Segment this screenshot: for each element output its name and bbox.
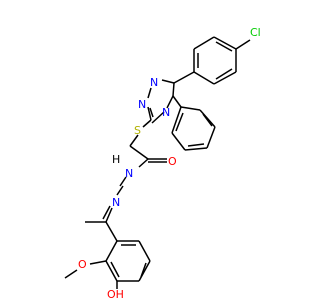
- atom-nitrogen-imine: N: [112, 196, 120, 209]
- atom-sulfur: S: [134, 124, 141, 137]
- bonds-methoxyhydroxyphenyl: [64, 240, 151, 289]
- bonds-chain: [85, 134, 167, 242]
- atom-nitrogen-triazole-left: N: [138, 98, 146, 111]
- molecule-structure: Cl N N N S O H N N O OH: [64, 26, 261, 300]
- bonds-n-phenyl: [171, 106, 216, 151]
- atom-hydroxyl: OH: [107, 288, 124, 300]
- atom-nitrogen-triazole-top: N: [150, 76, 158, 89]
- bonds-chlorophenyl: [173, 36, 251, 85]
- atom-oxygen-methoxy: O: [78, 258, 87, 271]
- bonds-triazole: [142, 79, 182, 128]
- atom-hydrogen-hydrazide: H: [112, 153, 120, 166]
- atom-oxygen-carbonyl: O: [168, 155, 177, 168]
- atom-chlorine: Cl: [250, 26, 261, 39]
- atom-nitrogen-hydrazide: N: [125, 167, 133, 180]
- atom-nitrogen-triazole-phenyl: N: [162, 106, 170, 119]
- molecule-diagram: Cl N N N S O H N N O OH: [64, 26, 261, 300]
